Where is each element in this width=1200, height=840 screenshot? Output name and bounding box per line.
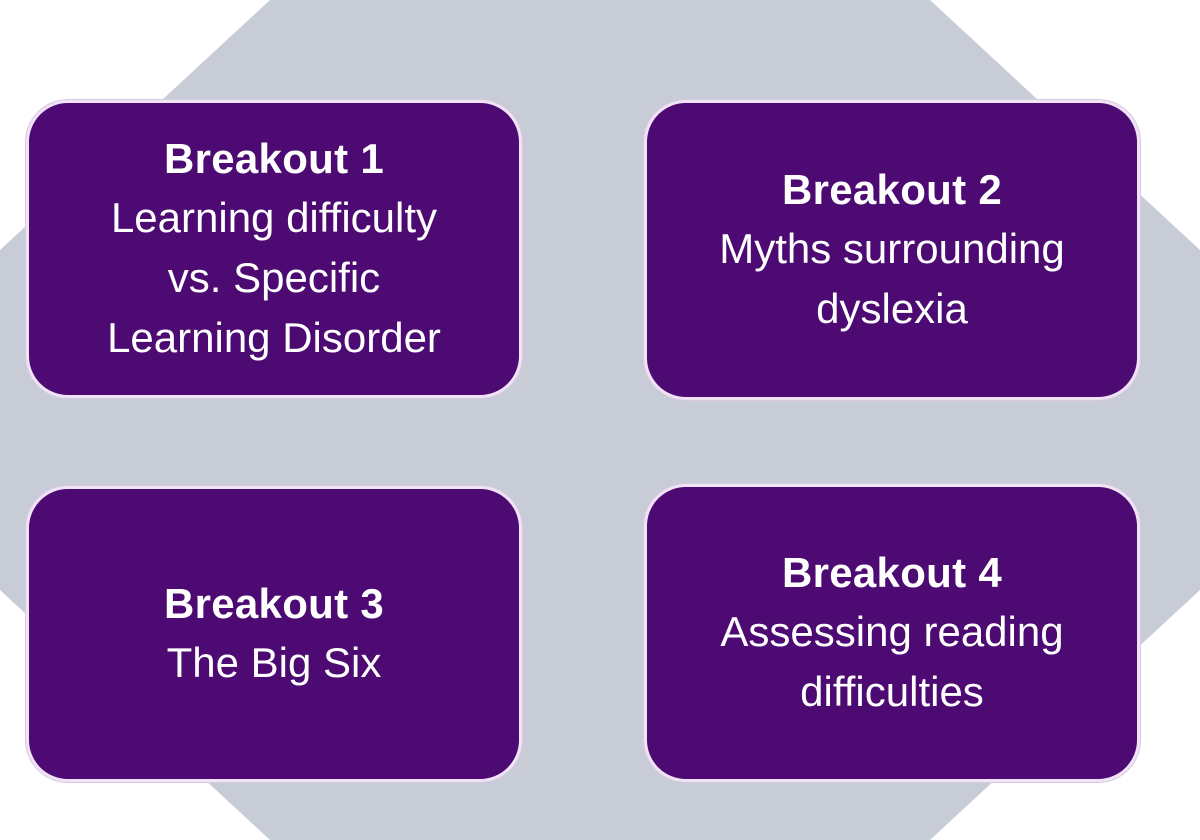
breakout-3-title: Breakout 3 <box>163 580 385 627</box>
breakout-1-description: Learning difficulty vs. Specific Learnin… <box>107 194 441 361</box>
breakout-2-description: Myths surrounding dyslexia <box>719 225 1065 332</box>
breakout-2-title: Breakout 2 <box>781 166 1003 213</box>
breakout-1-box[interactable]: Breakout 1 Learning difficulty vs. Speci… <box>26 100 522 398</box>
breakout-3-box[interactable]: Breakout 3 The Big Six <box>26 486 522 782</box>
breakout-4-box[interactable]: Breakout 4 Assessing reading difficultie… <box>644 484 1140 782</box>
breakout-4-description: Assessing reading difficulties <box>720 608 1064 715</box>
breakout-4-title: Breakout 4 <box>781 549 1003 596</box>
breakout-2-box[interactable]: Breakout 2 Myths surrounding dyslexia <box>644 100 1140 400</box>
breakout-1-title: Breakout 1 <box>163 135 385 182</box>
breakout-3-description: The Big Six <box>166 639 382 686</box>
